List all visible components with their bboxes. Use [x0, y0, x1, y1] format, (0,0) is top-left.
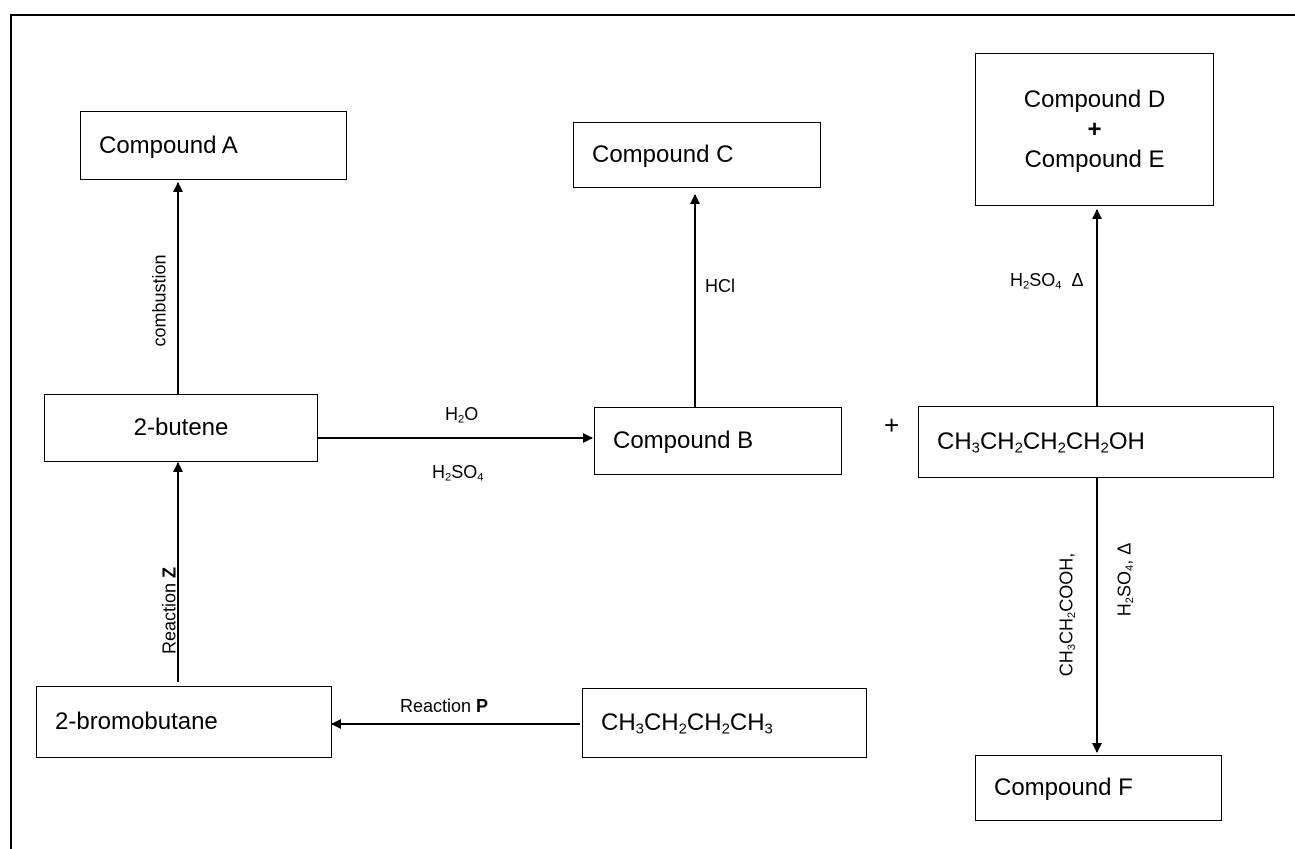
butane-box: CH3CH2CH2CH3 [582, 688, 867, 758]
compound-a-box: Compound A [80, 111, 347, 180]
compound-e-label: Compound E [1024, 145, 1165, 173]
reaction-p-label: Reaction P [400, 696, 489, 716]
butene-label: 2-butene [133, 414, 229, 441]
diagram-frame [10, 14, 1295, 849]
compound-d-label: Compound D [1023, 85, 1166, 113]
h2so4-delta-f-label: H2SO4, Δ [1114, 542, 1136, 617]
h2so4-delta-de-label: H2SO4 Δ [1010, 270, 1084, 292]
compound-c-label: Compound C [592, 141, 734, 168]
compound-b-label: Compound B [613, 427, 754, 454]
butane-formula: CH3CH2CH2CH3 [601, 709, 773, 738]
plus-sign-b-alcohol: + [884, 410, 900, 440]
butene-box: 2-butene [44, 394, 318, 462]
compound-de-box: Compound D + Compound E [975, 53, 1214, 206]
bromobutane-label: 2-bromobutane [55, 708, 218, 735]
butanol-box: CH3CH2CH2CH2OH [918, 406, 1274, 478]
compound-f-label: Compound F [994, 774, 1133, 801]
reaction-z-label: Reaction Z [159, 566, 180, 655]
compound-a-label: Compound A [99, 131, 238, 159]
plus-sign-de: + [1087, 115, 1102, 143]
compound-b-box: Compound B [594, 407, 842, 475]
propanoic-acid-label: CH3CH2COOH, [1056, 552, 1078, 677]
compound-c-box: Compound C [573, 122, 821, 188]
compound-f-box: Compound F [975, 755, 1222, 821]
hcl-label: HCl [705, 276, 735, 296]
butanol-formula: CH3CH2CH2CH2OH [937, 428, 1145, 457]
combustion-label: combustion [149, 254, 170, 347]
h2so4-butene-label: H2SO4 [432, 462, 484, 484]
bromobutane-box: 2-bromobutane [36, 686, 332, 758]
water-label: H2O [445, 404, 479, 426]
